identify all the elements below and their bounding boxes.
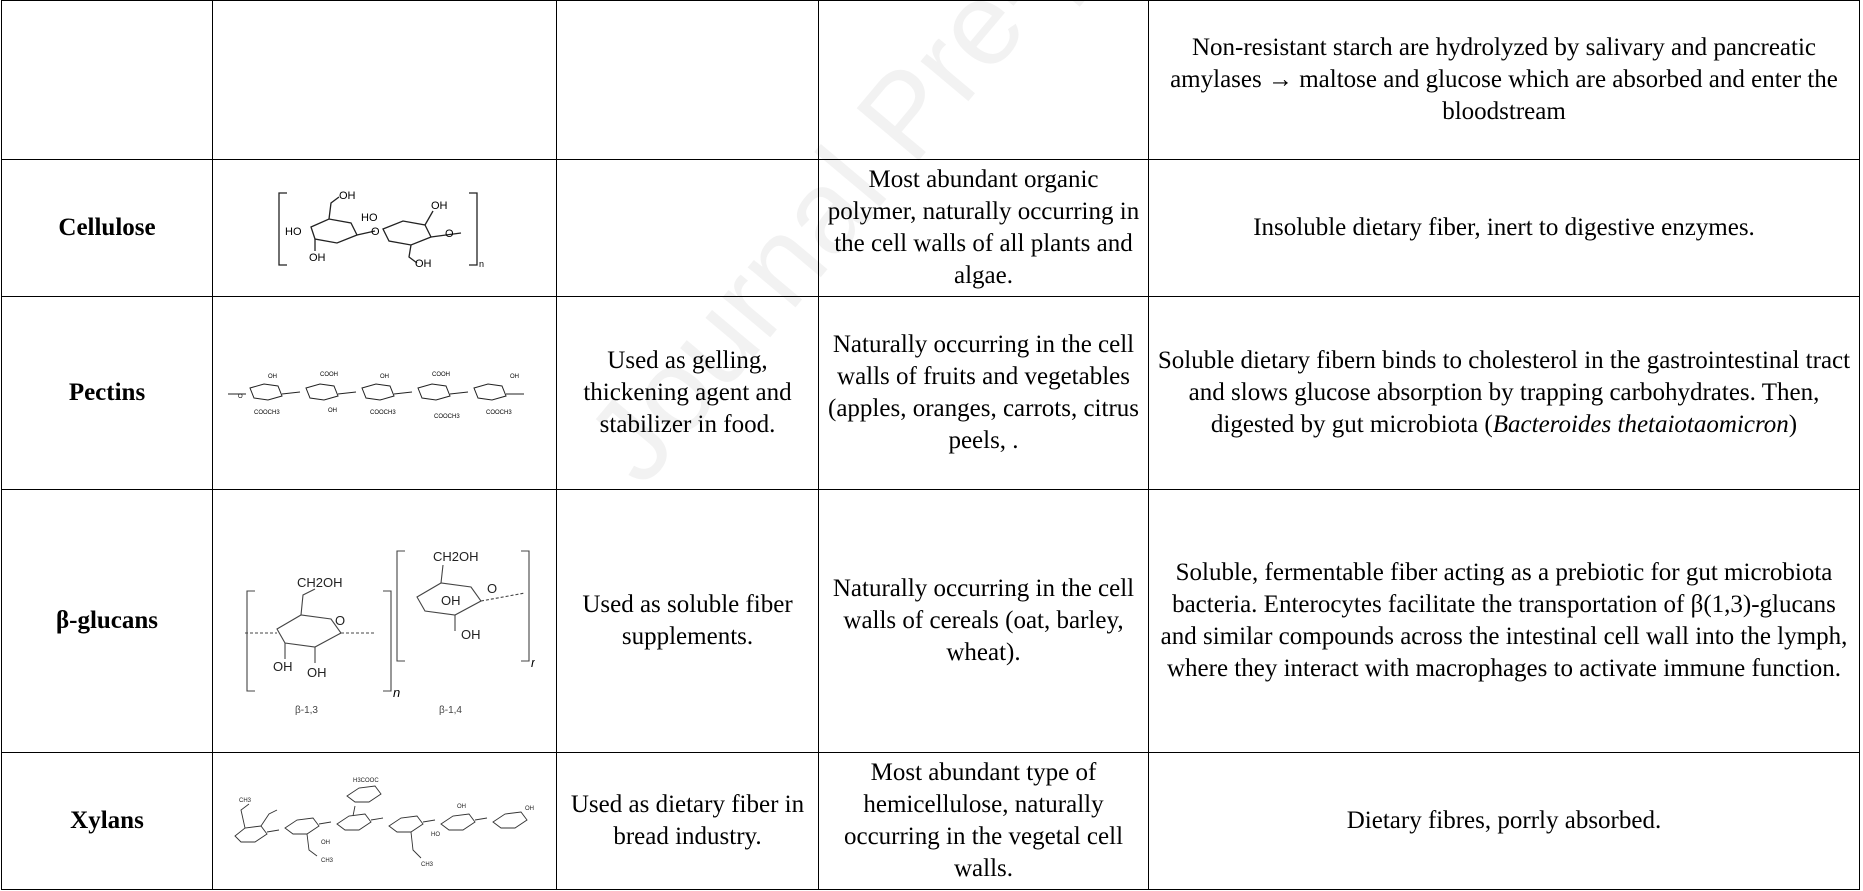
use-cell: Used as soluble fiber supplements.	[556, 489, 819, 754]
metabolism-cell: Insoluble dietary fiber, inert to digest…	[1148, 159, 1860, 297]
subscript-n: n	[393, 685, 400, 700]
o-label: O	[445, 228, 454, 240]
oh-label: OH	[307, 665, 327, 680]
source-cell: Naturally occurring in the cell walls of…	[818, 489, 1149, 754]
cooch3-label: COOCH3	[486, 410, 512, 416]
compound-name: Xylans	[1, 752, 213, 890]
ch2oh-label: CH2OH	[297, 575, 343, 590]
oh-label: OH	[457, 804, 466, 810]
metabolism-cell: Soluble, fermentable fiber acting as a p…	[1148, 489, 1860, 754]
ch3-label: CH3	[321, 858, 334, 864]
beta-glucans-structure: CH2OH O OH OH CH2OH O OH OH n m β-1,3 β-…	[244, 549, 535, 716]
metabolism-cell: Non-resistant starch are hydrolyzed by s…	[1148, 0, 1860, 161]
ch3-label: CH3	[421, 862, 434, 868]
cellulose-structure: OH HO OH O HO OH OH O n	[277, 190, 484, 270]
cooch3-label: COOCH3	[254, 410, 280, 416]
ho-label: HO	[361, 212, 378, 224]
h3cooc-label: H3COOC	[353, 778, 379, 784]
ch3-label: CH3	[239, 798, 252, 804]
cooch3-label: COOCH3	[370, 410, 396, 416]
cooh-label: COOH	[432, 372, 450, 378]
table-row: β-glucans	[1, 489, 1860, 754]
linkage-label: β-1,4	[439, 705, 462, 716]
source-cell: Most abundant organic polymer, naturally…	[818, 159, 1149, 297]
metabolism-cell: Soluble dietary fibern binds to choleste…	[1148, 295, 1860, 491]
oh-label: OH	[510, 374, 519, 380]
oh-label: OH	[268, 374, 277, 380]
use-cell	[556, 159, 819, 297]
use-cell: Used as dietary fiber in bread industry.	[556, 752, 819, 890]
o-label: O	[238, 394, 243, 400]
metabolism-cell: Dietary fibres, porrly absorbed.	[1148, 752, 1860, 890]
cooh-label: COOH	[320, 372, 338, 378]
ho-label: HO	[285, 226, 302, 238]
use-cell	[556, 0, 819, 161]
compound-name	[1, 0, 213, 161]
xylans-structure: H3COOC OH OH HO CH3 CH3 CH3 OH	[233, 778, 534, 868]
subscript-m: m	[531, 655, 535, 670]
cooch3-label: COOCH3	[434, 414, 460, 420]
o-label: O	[371, 226, 380, 238]
oh-label: OH	[525, 806, 534, 812]
oh-label: OH	[431, 200, 448, 212]
structure-cell	[212, 0, 557, 161]
structure-cell: OH COOCH3 COOH OH OH COOCH3 COOH COOCH3 …	[212, 295, 557, 491]
oh-label: OH	[380, 374, 389, 380]
pectins-structure: OH COOCH3 COOH OH OH COOCH3 COOH COOCH3 …	[227, 372, 524, 420]
o-label: O	[335, 613, 345, 628]
oh-label: OH	[273, 659, 293, 674]
structure-cell: OH HO OH O HO OH OH O n	[212, 159, 557, 297]
use-cell: Used as gelling, thickening agent and st…	[556, 295, 819, 491]
o-label: O	[487, 581, 497, 596]
metabolism-text: Soluble dietary fibern binds to choleste…	[1157, 347, 1851, 438]
oh-label: OH	[415, 258, 432, 270]
table-row: Xylans	[1, 752, 1860, 890]
structure-cell: CH2OH O OH OH CH2OH O OH OH n m β-1,3 β-…	[212, 489, 557, 754]
structure-cell: H3COOC OH OH HO CH3 CH3 CH3 OH	[212, 752, 557, 890]
metabolism-text-end: )	[1788, 411, 1798, 438]
ch2oh-label: CH2OH	[433, 549, 479, 564]
table-row: Pectins OH COOCH3	[1, 295, 1860, 491]
source-cell	[818, 0, 1149, 161]
oh-label: OH	[321, 840, 330, 846]
oh-label: OH	[309, 252, 326, 264]
oh-label: OH	[328, 408, 337, 414]
table-row: Cellulose OH	[1, 159, 1860, 297]
table-row: Non-resistant starch are hydrolyzed by s…	[1, 0, 1860, 161]
ho-label: HO	[431, 832, 440, 838]
compound-name: Pectins	[1, 295, 213, 491]
oh-label: OH	[441, 593, 461, 608]
subscript-n: n	[479, 259, 484, 269]
oh-label: OH	[461, 627, 481, 642]
source-cell: Naturally occurring in the cell walls of…	[818, 295, 1149, 491]
species-name: Bacteroides thetaiotaomicron	[1492, 411, 1789, 438]
compound-name: β-glucans	[1, 489, 213, 754]
oh-label: OH	[339, 190, 356, 202]
linkage-label: β-1,3	[295, 705, 318, 716]
source-cell: Most abundant type of hemicellulose, nat…	[818, 752, 1149, 890]
compound-name: Cellulose	[1, 159, 213, 297]
